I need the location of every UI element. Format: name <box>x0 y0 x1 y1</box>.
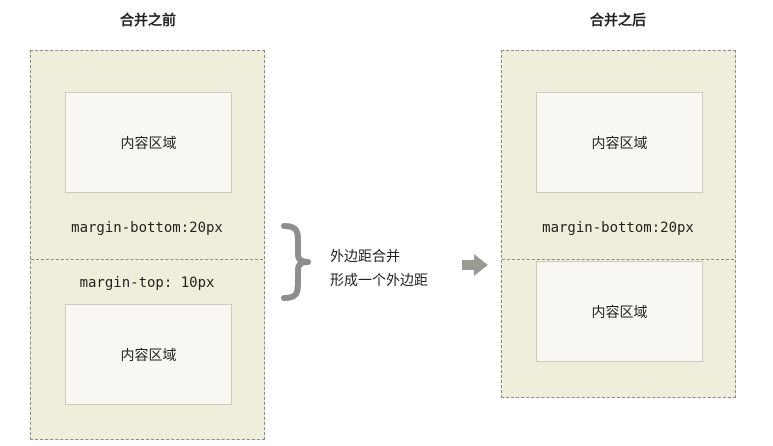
after-margin-bottom-label: margin-bottom:20px <box>542 220 694 236</box>
after-diagram: 内容区域 margin-bottom:20px 内容区域 <box>501 50 736 398</box>
before-diagram: 内容区域 margin-bottom:20px margin-top: 10px… <box>30 50 265 440</box>
merge-note: 外边距合并 形成一个外边距 <box>330 245 428 293</box>
before-bottom-content-box: 内容区域 <box>65 304 232 405</box>
after-margin-divider <box>502 259 734 260</box>
after-title: 合并之后 <box>590 13 646 29</box>
right-arrow-icon <box>462 254 488 276</box>
before-margin-top-label: margin-top: 10px <box>79 275 215 291</box>
after-top-content-box: 内容区域 <box>536 92 703 193</box>
merge-note-line2: 形成一个外边距 <box>330 273 428 289</box>
merge-note-line1: 外边距合并 <box>330 249 400 265</box>
before-top-content-box: 内容区域 <box>65 92 232 193</box>
right-curly-brace-icon <box>281 223 311 301</box>
before-margin-bottom-label: margin-bottom:20px <box>71 220 223 236</box>
before-title: 合并之前 <box>120 13 176 29</box>
after-bottom-content-box: 内容区域 <box>536 261 703 362</box>
before-margin-divider <box>31 259 263 260</box>
